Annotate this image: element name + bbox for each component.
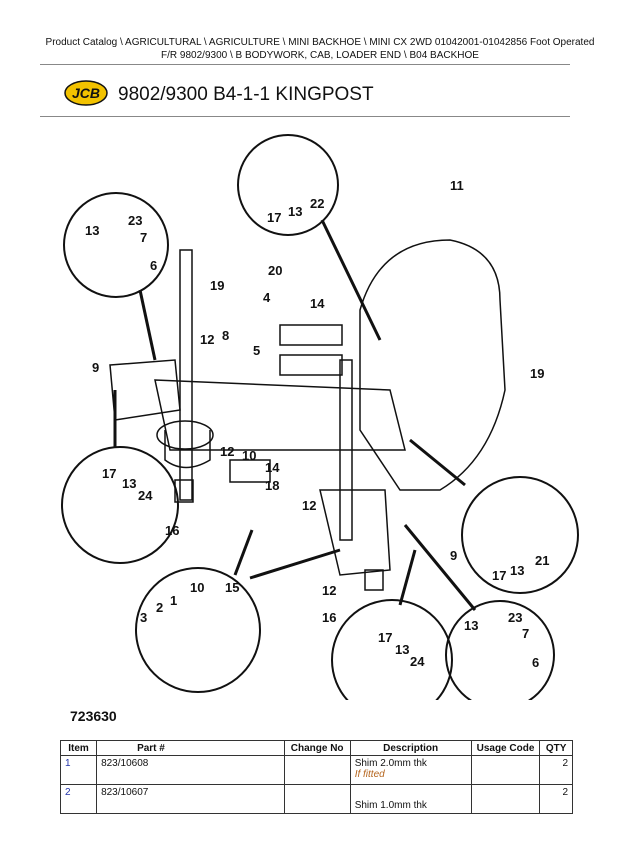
callout-label: 17 (267, 210, 281, 225)
callout-label: 23 (128, 213, 142, 228)
callout-label: 4 (263, 290, 271, 305)
breadcrumb: Product Catalog \ AGRICULTURAL \ AGRICUL… (40, 36, 600, 62)
description: Shim 2.0mm thk If fitted (349, 755, 472, 785)
callout-label: 12 (302, 498, 316, 513)
col-header-description: Description (349, 740, 472, 756)
callout-label: 6 (150, 258, 157, 273)
callout-label: 16 (322, 610, 336, 625)
logo-text: JCB (72, 85, 100, 101)
callout-label: 23 (508, 610, 522, 625)
callout-label: 12 (322, 583, 336, 598)
col-header-usage-code: Usage Code (470, 740, 541, 756)
detail-circle (331, 599, 453, 700)
parts-table: Item Part # Change No Description Usage … (59, 740, 573, 814)
callout-label: 13 (122, 476, 136, 491)
callout-label: 12 (200, 332, 214, 347)
description-text: Shim 1.0mm thk (354, 800, 427, 811)
callout-label: 5 (253, 343, 260, 358)
detail-circle (61, 446, 179, 564)
callout-label: 13 (395, 642, 409, 657)
figure-number: 723630 (70, 708, 117, 724)
detail-circle (237, 134, 339, 236)
callout-label: 17 (492, 568, 506, 583)
breadcrumb-line-1: Product Catalog \ AGRICULTURAL \ AGRICUL… (45, 37, 595, 48)
callout-label: 14 (310, 296, 325, 311)
page-title: 9802/9300 B4-1-1 KINGPOST (118, 84, 374, 105)
callout-label: 19 (210, 278, 224, 293)
callout-label: 7 (522, 626, 529, 641)
callout-label: 19 (530, 366, 544, 381)
usage-code (470, 784, 541, 814)
callout-label: 13 (510, 563, 524, 578)
table-row: 2 823/10607 Shim 1.0mm thk 2 (59, 784, 573, 814)
callout-label: 9 (450, 548, 457, 563)
table-header-row: Item Part # Change No Description Usage … (59, 740, 573, 756)
callout-label: 2 (156, 600, 163, 615)
part-number: 823/10608 (96, 755, 285, 785)
callout-label: 15 (225, 580, 239, 595)
callout-label: 7 (140, 230, 147, 245)
callout-label: 20 (268, 263, 282, 278)
divider (40, 64, 570, 65)
description-text: Shim 2.0mm thk (354, 758, 427, 769)
part-number: 823/10607 (96, 784, 285, 814)
callout-label: 14 (265, 460, 280, 475)
callout-label: 24 (138, 488, 153, 503)
callout-label: 3 (140, 610, 147, 625)
callout-label: 9 (92, 360, 99, 375)
description-note: If fitted (354, 769, 385, 780)
callout-label: 13 (85, 223, 99, 238)
col-header-qty: QTY (539, 740, 573, 756)
divider (40, 116, 570, 117)
callout-label: 22 (310, 196, 324, 211)
callout-label: 21 (535, 553, 549, 568)
jcb-logo-icon: JCB (64, 80, 108, 106)
quantity: 2 (539, 755, 573, 785)
callout-label: 12 (220, 444, 234, 459)
item-number[interactable]: 2 (59, 784, 98, 814)
callout-label: 1 (170, 593, 177, 608)
callout-label: 16 (165, 523, 179, 538)
description: Shim 1.0mm thk (349, 784, 472, 814)
callout-label: 10 (190, 580, 204, 595)
quantity: 2 (539, 784, 573, 814)
callout-label: 13 (464, 618, 478, 633)
exploded-parts-diagram: 11 22 17 13 23 13 7 6 20 19 4 14 5 12 8 … (61, 134, 579, 700)
detail-circle (135, 567, 261, 693)
callout-label: 6 (532, 655, 539, 670)
table-row: 1 823/10608 Shim 2.0mm thk If fitted 2 (59, 755, 573, 785)
col-header-part: Part # (96, 740, 285, 756)
callout-label: 8 (222, 328, 229, 343)
col-header-change-no: Change No (283, 740, 351, 756)
callout-label: 24 (410, 654, 425, 669)
change-number (283, 755, 351, 785)
item-number[interactable]: 1 (59, 755, 98, 785)
change-number (283, 784, 351, 814)
callout-label: 11 (450, 178, 464, 193)
callout-label: 18 (265, 478, 279, 493)
callout-label: 10 (242, 448, 256, 463)
detail-circle (445, 600, 555, 700)
callout-label: 17 (378, 630, 392, 645)
detail-circle (461, 476, 579, 594)
callout-label: 17 (102, 466, 116, 481)
callout-label: 13 (288, 204, 302, 219)
usage-code (470, 755, 541, 785)
col-header-item: Item (59, 740, 98, 756)
breadcrumb-line-2: F/R 9802/9300 \ B BODYWORK, CAB, LOADER … (161, 50, 479, 61)
detail-circle (63, 192, 169, 298)
